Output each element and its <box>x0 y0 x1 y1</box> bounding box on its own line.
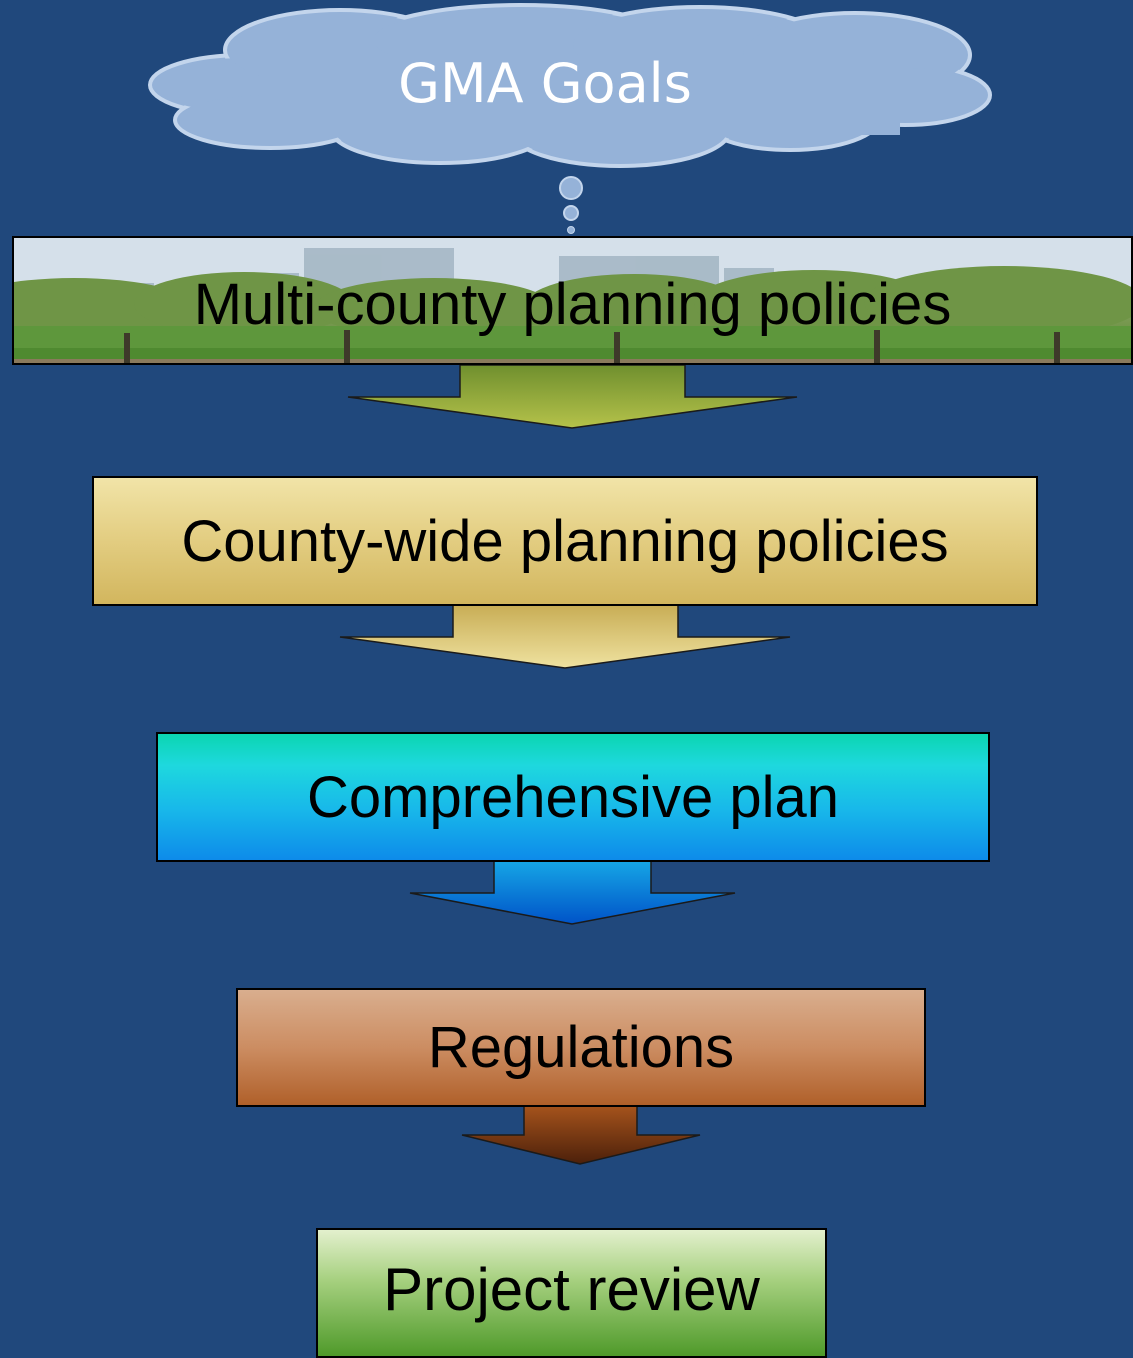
project-review-box: Project review <box>316 1228 827 1358</box>
county-wide-label: County-wide planning policies <box>181 508 949 574</box>
multi-county-box: Multi-county planning policies <box>12 236 1133 365</box>
thought-bubble-dot-small <box>567 226 575 234</box>
regulations-box: Regulations <box>236 988 926 1107</box>
gma-goals-label: GMA Goals <box>398 52 692 115</box>
gma-goals-cloud <box>148 3 992 234</box>
thought-bubble-dot-medium <box>563 205 579 221</box>
regulations-label: Regulations <box>427 1015 735 1080</box>
multi-county-label: Multi-county planning policies <box>193 272 952 337</box>
park-scene-background <box>14 238 1131 363</box>
arrow-multi-to-county <box>347 364 798 429</box>
county-wide-box: County-wide planning policies <box>92 476 1038 606</box>
arrow-reg-to-proj <box>461 1105 701 1165</box>
comprehensive-plan-box: Comprehensive plan <box>156 732 990 862</box>
comprehensive-plan-label: Comprehensive plan <box>307 764 839 830</box>
thought-bubble-dot-large <box>559 176 583 200</box>
arrow-county-to-comp <box>339 604 791 669</box>
arrow-comp-to-reg <box>409 860 736 925</box>
project-review-label: Project review <box>383 1255 760 1323</box>
